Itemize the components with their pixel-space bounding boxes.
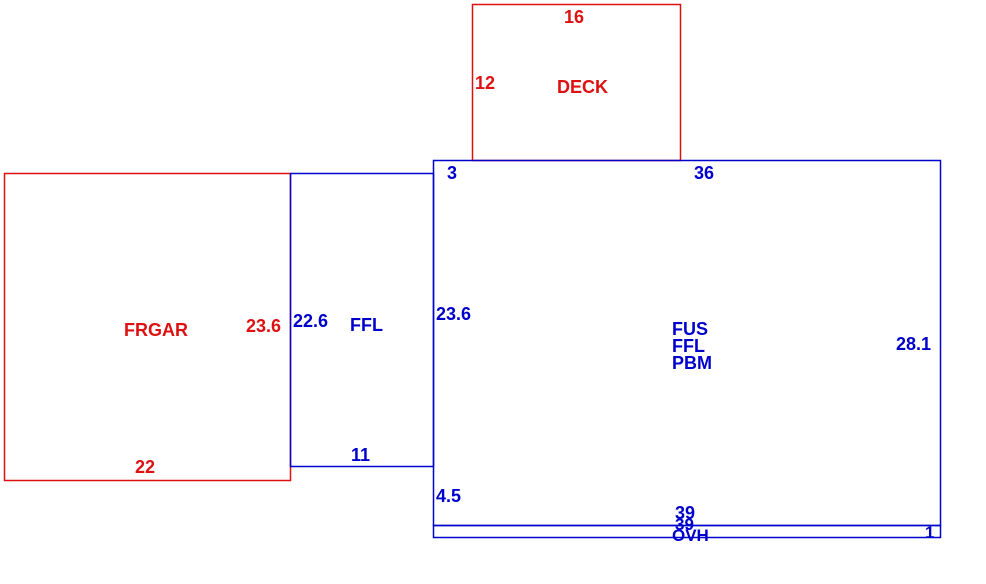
main-house-label-1: FUS (672, 319, 708, 339)
ffl-wing-bottom-dimension: 11 (351, 445, 370, 465)
overhang-name-label: OVH (672, 526, 709, 545)
main-house-top-dimension: 36 (694, 163, 714, 183)
garage-right-dimension: 23.6 (246, 316, 281, 336)
main-house-top-left-dimension: 3 (447, 163, 457, 183)
garage-bottom-dimension: 22 (135, 457, 155, 477)
main-house-bottom-dimension: 39 (675, 503, 695, 523)
overhang-outline (432, 524, 942, 539)
deck-side-dimension: 12 (475, 73, 495, 93)
overhang-length-dimension: 39 (675, 515, 694, 534)
main-house-label-3: PBM (672, 353, 712, 373)
overhang-depth-dimension: 1 (925, 523, 934, 542)
ffl-wing-name-label: FFL (350, 315, 383, 335)
deck-name-label: DECK (557, 77, 608, 97)
main-house-lower-left-dimension: 4.5 (436, 486, 461, 506)
ffl-wing-left-dimension: 22.6 (293, 311, 328, 331)
main-house-label-2: FFL (672, 336, 705, 356)
deck-top-dimension: 16 (564, 7, 584, 27)
main-house-right-dimension: 28.1 (896, 334, 931, 354)
garage-name-label: FRGAR (124, 320, 188, 340)
main-house-left-dimension: 23.6 (436, 304, 471, 324)
